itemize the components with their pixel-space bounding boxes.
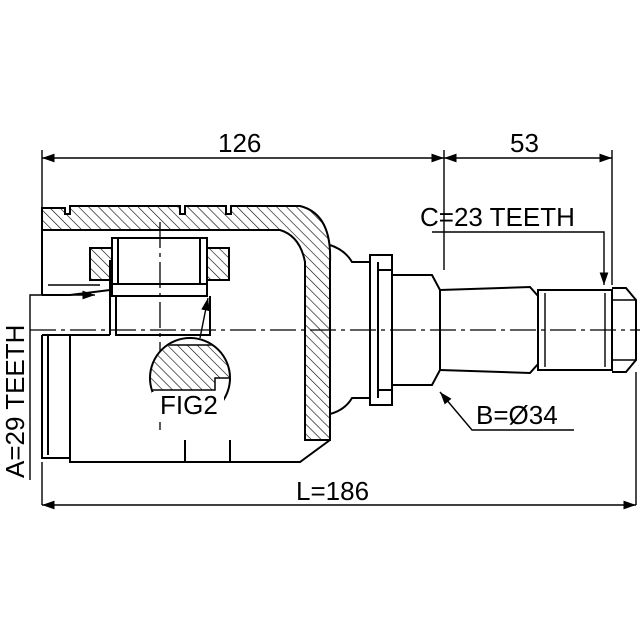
fig2-label: FIG2: [160, 390, 218, 420]
label-b-diameter: B=Ø34: [476, 400, 558, 430]
label-a-teeth: A=29 TEETH: [0, 325, 30, 478]
dim-length: L=186: [296, 476, 369, 506]
fig2-detail: FIG2: [149, 297, 231, 422]
inner-bearing: [89, 222, 230, 430]
label-c-teeth: C=23 TEETH: [420, 202, 575, 232]
dimensions: 126 53 L=186 C=23 TEETH B=Ø34 A=29 TEETH: [0, 128, 637, 510]
shaft: [329, 244, 637, 415]
dim-53: 53: [510, 128, 539, 158]
dim-126: 126: [218, 128, 261, 158]
outer-housing: [41, 205, 332, 463]
